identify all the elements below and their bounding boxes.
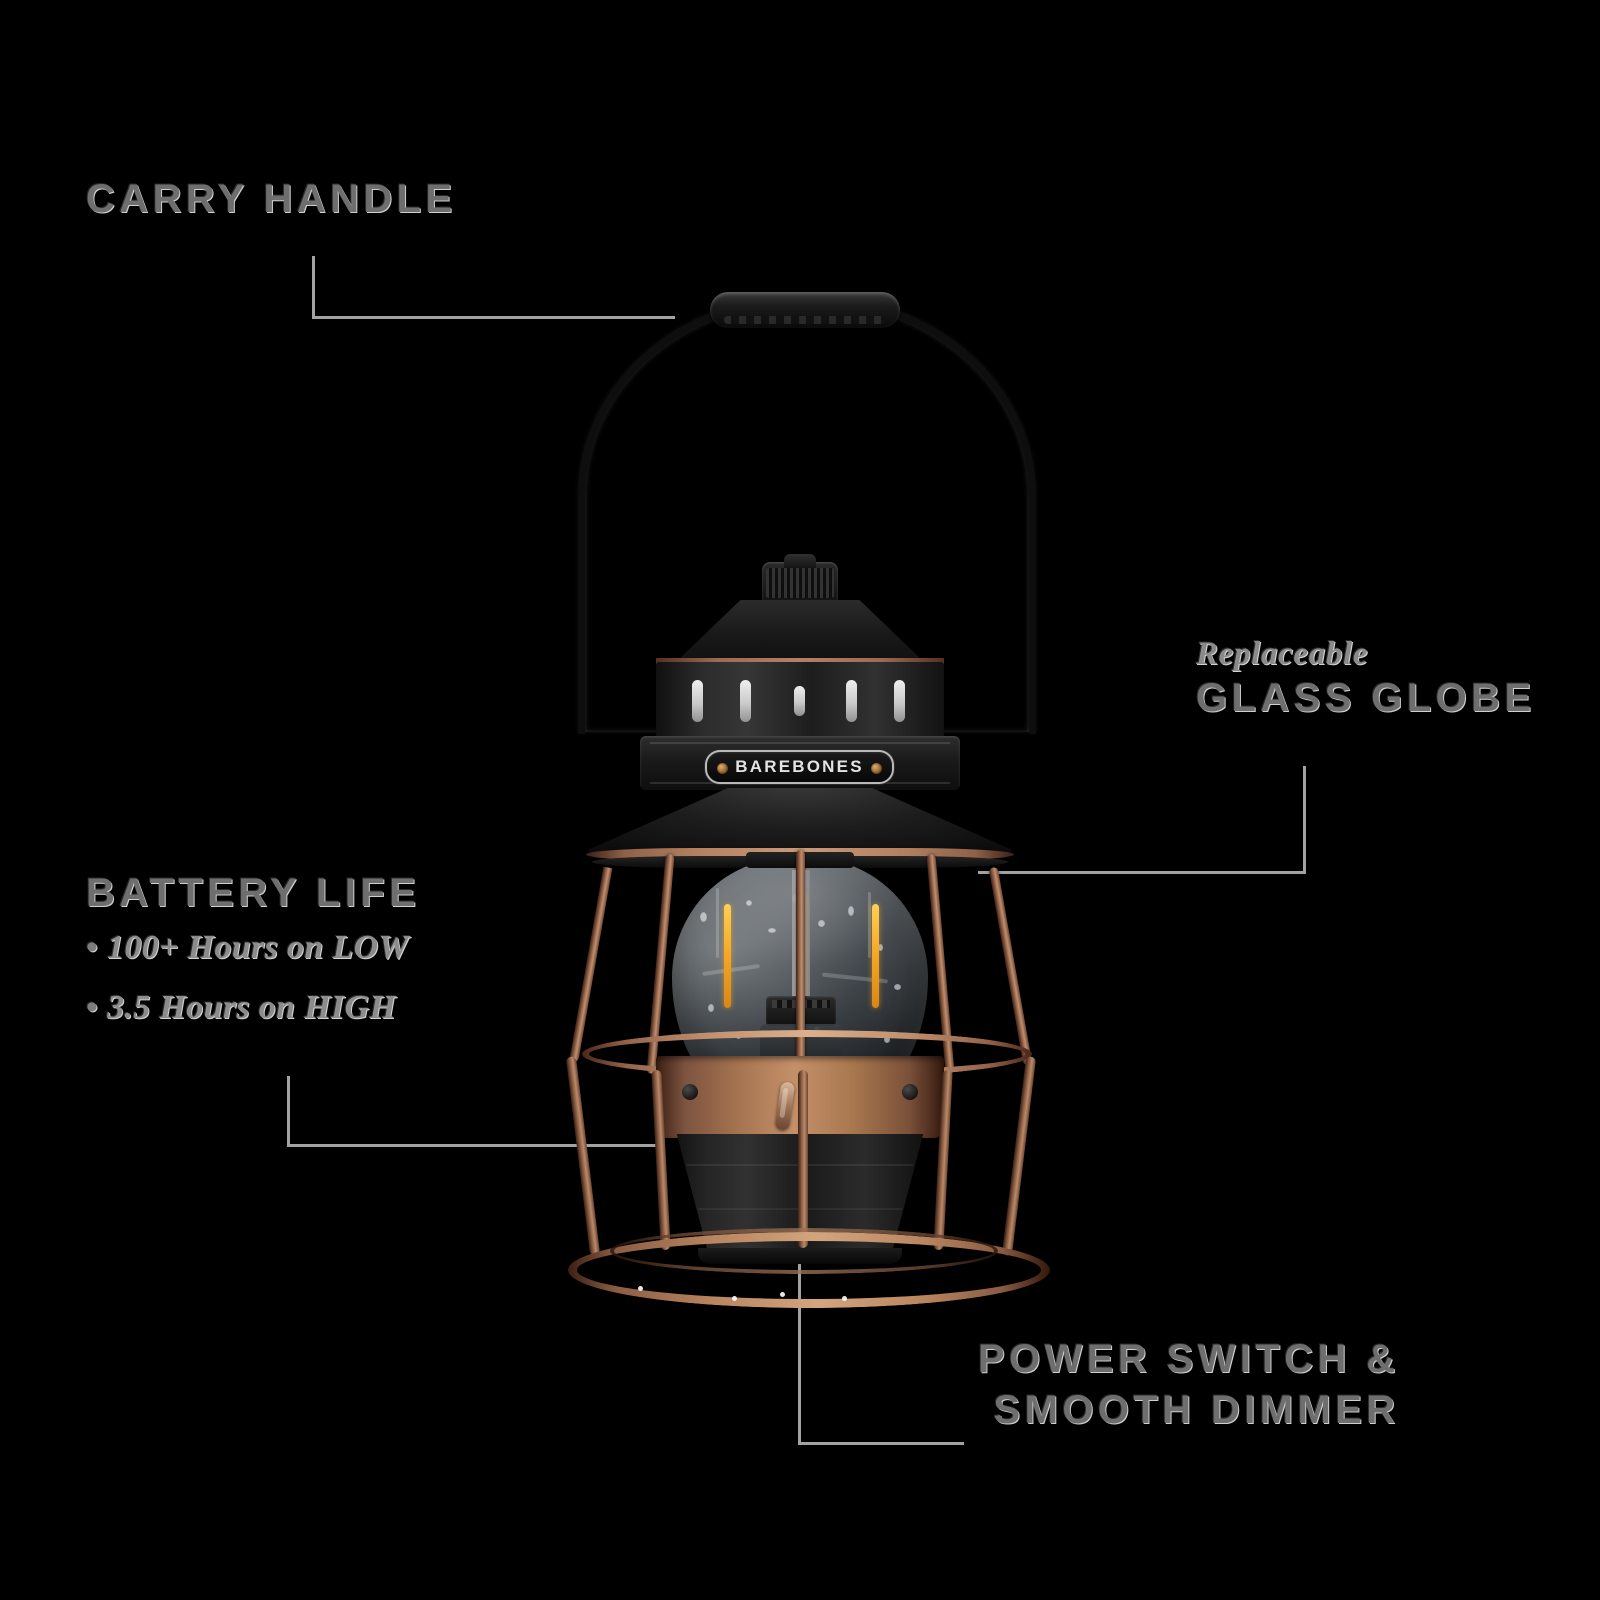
base-glint — [780, 1292, 785, 1297]
brand-badge: BAREBONES — [705, 750, 894, 784]
vent-slot-group — [656, 674, 944, 728]
leader-line-carry-handle-horizontal — [312, 316, 675, 319]
leader-line-power-switch-horizontal — [798, 1442, 964, 1445]
battery-life-bullet-list: 100+ Hours on LOW 3.5 Hours on HIGH — [86, 929, 420, 1027]
callout-power-switch: POWER SWITCH & SMOOTH DIMMER — [978, 1337, 1400, 1433]
leader-line-battery-life-horizontal — [287, 1144, 659, 1147]
leader-line-carry-handle-vertical — [312, 256, 315, 318]
cage-leg — [565, 1056, 601, 1256]
base-copper-ring-inner — [610, 1228, 998, 1274]
led-filament — [872, 904, 879, 1008]
vent-slot — [846, 680, 857, 722]
callout-battery-life-title: BATTERY LIFE — [86, 871, 421, 915]
callout-power-switch-title-line2: SMOOTH DIMMER — [993, 1388, 1400, 1433]
cage-rib — [796, 850, 805, 1074]
vent-slot — [794, 686, 805, 716]
vent-slot — [740, 680, 751, 722]
battery-life-bullet-low: 100+ Hours on LOW — [86, 929, 420, 967]
leader-line-power-switch-vertical — [798, 1258, 801, 1444]
vent-copper-band — [656, 658, 944, 664]
leader-line-glass-globe-horizontal — [978, 871, 1306, 874]
product-image-railroad-lantern: BAREBONES — [460, 270, 1140, 1330]
callout-glass-globe-script: Replaceable — [1196, 636, 1369, 672]
leader-line-battery-life-vertical — [287, 1076, 290, 1146]
vent-slot — [894, 680, 905, 722]
base-glint — [732, 1296, 737, 1301]
base-glint — [638, 1286, 643, 1291]
vent-slot — [692, 680, 703, 722]
badge-rivet-right — [871, 763, 882, 774]
cage-leg — [1001, 1056, 1037, 1256]
leader-line-glass-globe-vertical — [1303, 766, 1306, 874]
callout-carry-handle: CARRY HANDLE — [86, 177, 457, 221]
cage-leg — [798, 1070, 808, 1248]
cage-rib — [568, 866, 613, 1066]
top-knob — [762, 554, 838, 606]
base-glint — [842, 1296, 847, 1301]
led-filament — [724, 904, 731, 1008]
callout-carry-handle-title: CARRY HANDLE — [86, 177, 457, 221]
band-screw-left — [682, 1084, 698, 1100]
callout-glass-globe: Replaceable GLASS GLOBE — [1196, 636, 1536, 720]
callout-battery-life: BATTERY LIFE 100+ Hours on LOW 3.5 Hours… — [86, 871, 421, 1049]
battery-life-bullet-high: 3.5 Hours on HIGH — [86, 989, 420, 1027]
callout-power-switch-title: POWER SWITCH & — [978, 1337, 1400, 1381]
badge-rivet-left — [717, 763, 728, 774]
callout-glass-globe-title: GLASS GLOBE — [1196, 676, 1536, 720]
carry-handle-grip — [710, 292, 900, 328]
cage-rib — [988, 866, 1033, 1066]
brand-badge-label: BAREBONES — [735, 757, 864, 776]
band-screw-right — [902, 1084, 918, 1100]
